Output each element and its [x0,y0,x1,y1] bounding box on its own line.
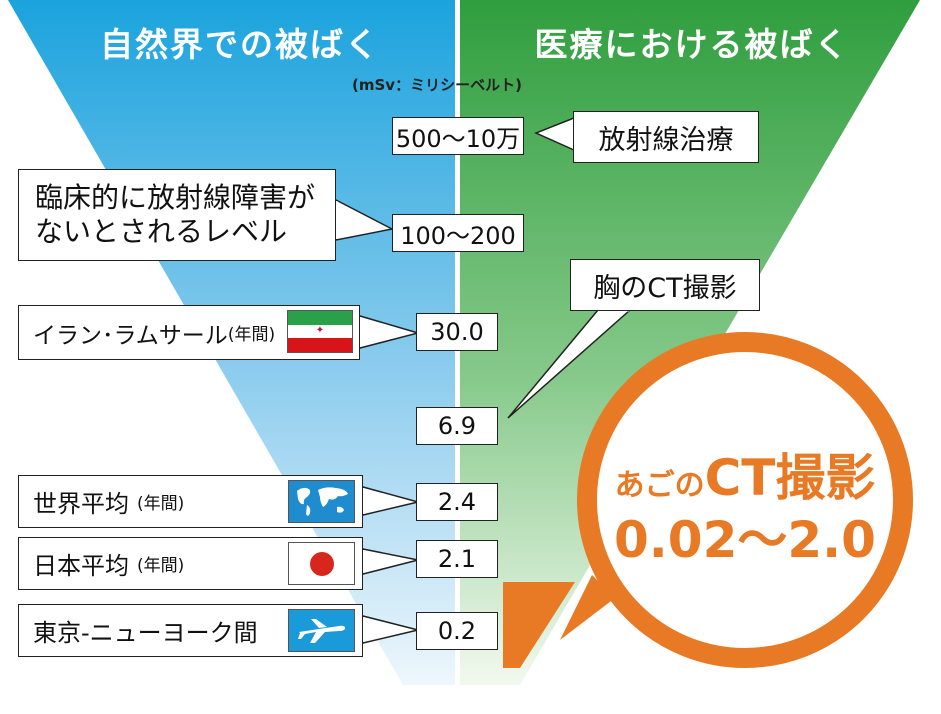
unit-note: (mSv：ミリシーベルト) [352,76,522,94]
radiotherapy-callout: 放射線治療 [573,111,759,163]
airplane-icon [288,609,355,652]
iran-flag-icon: ✦ [287,310,353,353]
japan-average-label: 日本平均 [33,552,129,580]
safe-level-line2: ないとされるレベル [35,215,288,248]
jaw-ct-wedge [503,582,575,668]
world-annual-note: (年間) [137,494,185,514]
ramsar-label: イラン･ラムサール [33,322,228,349]
safe-level-callout: 臨床的に放射線障害が ないとされるレベル [18,169,336,261]
value-box-ramsar: 30.0 [416,313,498,351]
jaw-ct-title: あごのCT撮影 [600,438,890,510]
value-box-japan: 2.1 [416,540,498,578]
japan-annual-note: (年間) [137,556,185,576]
value-box-flight: 0.2 [416,612,498,650]
jaw-ct-prefix: あごの [614,468,705,503]
value-box-radiotherapy: 500〜10万 [392,117,524,155]
value-box-safe-level: 100〜200 [392,214,524,252]
ramsar-annual-note: (年間) [227,325,276,345]
safe-level-line1: 臨床的に放射線障害が [35,181,316,214]
medical-exposure-header: 医療における被ばく [534,25,850,64]
natural-exposure-header: 自然界での被ばく [100,25,380,64]
world-map-icon [288,480,355,523]
chest-ct-callout: 胸のCT撮影 [570,259,760,311]
value-box-world: 2.4 [416,483,498,521]
jaw-ct-range: 0.02〜2.0 [614,511,876,569]
jaw-ct-main: CT撮影 [704,449,876,507]
tokyo-newyork-label: 東京-ニューヨーク間 [33,619,258,647]
value-box-chest-ct: 6.9 [416,407,498,445]
world-average-label: 世界平均 [33,490,129,518]
jaw-ct-circle [577,332,913,668]
japan-flag-icon [288,542,355,585]
